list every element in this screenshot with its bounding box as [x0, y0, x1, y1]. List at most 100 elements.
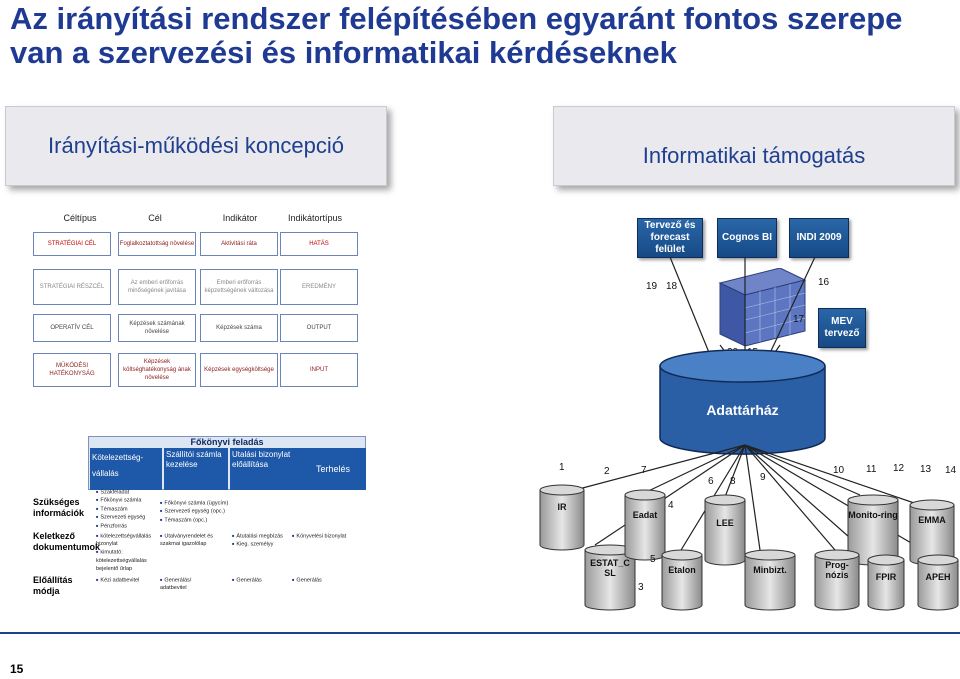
step-szamla: Szállítói számla kezelése: [164, 448, 228, 490]
info-item: Pénzforrás: [96, 522, 161, 530]
col-header-indikatortipus: Indikátortípus: [287, 213, 343, 223]
feature-box-cognos: Cognos BI: [717, 218, 777, 258]
right-header-box: Informatikai támogatás: [553, 106, 955, 186]
doc-item: Utalványrendelet és szakmai igazolólap: [160, 532, 232, 548]
extra-number: 6: [708, 476, 714, 487]
system-number: 1: [559, 462, 565, 473]
table-cell: INPUT: [280, 353, 358, 387]
table-cell: Emberi erőforrás képzettségének változás…: [200, 269, 278, 305]
table-cell: HATÁS: [280, 232, 358, 256]
method-item: Generálás: [292, 576, 342, 584]
info-item: Témaszám: [96, 505, 161, 513]
system-monitoring: Monito-ring: [848, 510, 898, 520]
system-etalon: Etalon: [668, 565, 696, 575]
table-cell: EREDMÉNY: [280, 269, 358, 305]
system-ir: IR: [557, 502, 567, 512]
system-number: 10: [833, 465, 845, 476]
documents-col2: Utalványrendelet és szakmai igazolólap: [160, 532, 232, 548]
method-item: Generálás/ adatbevitel: [160, 576, 210, 592]
band-title: Főkönyvi feladás: [190, 437, 264, 447]
extra-number: 3: [638, 582, 644, 593]
info-item: Témaszám (opc.): [160, 516, 232, 524]
system-number: 14: [945, 465, 957, 476]
system-eadat: Eadat: [632, 510, 658, 520]
step-kotelezettseg: Kötelezettség-vállalás: [90, 448, 162, 490]
right-header-text: Informatikai támogatás: [642, 143, 866, 168]
system-apeh: APEH: [925, 572, 951, 582]
cube-number: 17: [793, 314, 805, 325]
table-cell: STRATÉGIAI RÉSZCÉL: [33, 269, 111, 305]
table-cell: OUTPUT: [280, 314, 358, 342]
bottom-rule: [0, 632, 960, 634]
info-item: Szervezeti egység: [96, 513, 161, 521]
doc-item: Kieg. személyy: [232, 540, 292, 548]
left-header-box: Irányítási-működési koncepció: [5, 106, 387, 186]
info-item: Szervezeti egység (opc.): [160, 507, 232, 515]
system-minbizt: Minbizt.: [753, 565, 787, 575]
doc-item: kimutató: kötelezettségvállalás bejelent…: [96, 548, 158, 572]
method-col1: Kézi adatbevitel: [96, 576, 158, 584]
step-label: Kötelezettség-vállalás: [92, 453, 144, 478]
table-cell: OPERATÍV CÉL: [33, 314, 111, 342]
system-number: 4: [668, 500, 674, 511]
step-label: Szállítói számla kezelése: [166, 450, 222, 469]
method-col3: Generálás: [232, 576, 282, 584]
row-label-documents: Keletkező dokumentumok: [33, 531, 101, 552]
documents-col3: Átutalási megbízás Kieg. személyy: [232, 532, 292, 549]
extra-number: 9: [760, 472, 766, 483]
doc-item: kötelezettségvállalás bizonylat: [96, 532, 158, 548]
feature-box-mev: MEV tervező: [818, 308, 866, 348]
row-label-needed: Szükséges információk: [33, 497, 85, 518]
table-cell: Foglalkoztatottság növelése: [118, 232, 196, 256]
system-emma: EMMA: [918, 515, 946, 525]
system-number: 8: [730, 476, 736, 487]
step-label: Terhelés: [315, 464, 351, 474]
table-cell: Képzések egységköltsége: [200, 353, 278, 387]
col-header-cel: Cél: [148, 213, 162, 223]
table-cell: Képzések költséghatékonyság ának növelés…: [118, 353, 196, 387]
table-cell: Az emberi erőforrás minőségének javítása: [118, 269, 196, 305]
step-label: Utalási bizonylat előállítása: [232, 450, 291, 469]
doc-item: Könyvelési bizonylat: [292, 532, 362, 540]
system-fpir: FPIR: [875, 572, 897, 582]
cube-number: 18: [666, 281, 678, 292]
system-estat: ESTAT_C SL: [590, 558, 630, 578]
olap-cube-icon: [718, 268, 807, 347]
data-warehouse-cylinder: [659, 349, 826, 455]
info-item: Szakfeladat: [96, 488, 161, 496]
needed-info-col2: Főkönyvi számla (ügycím) Szervezeti egys…: [160, 499, 232, 524]
table-cell: Aktivitási ráta: [200, 232, 278, 256]
system-number: 5: [650, 554, 656, 565]
source-lines: [574, 444, 941, 561]
table-cell: Képzések számának növelése: [118, 314, 196, 342]
doc-item: Átutalási megbízás: [232, 532, 292, 540]
system-number: 12: [893, 463, 905, 474]
system-prognozis: Prog-nózis: [825, 560, 849, 580]
needed-info-col1: Szakfeladat Főkönyvi számla Témaszám Sze…: [96, 488, 161, 530]
system-number: 2: [604, 466, 610, 477]
feature-box-forecast: Tervező és forecast felület: [637, 218, 703, 258]
method-item: Generálás: [232, 576, 282, 584]
documents-col4: Könyvelési bizonylat: [292, 532, 362, 540]
col-header-indikator: Indikátor: [222, 213, 258, 223]
slide-title: Az irányítási rendszer felépítésében egy…: [10, 1, 903, 70]
info-item: Főkönyvi számla (ügycím): [160, 499, 232, 507]
step-utalasi: Utalási bizonylat előállítása: [230, 448, 300, 490]
table-cell: Képzések száma: [200, 314, 278, 342]
table-cell: MŰKÖDÉSI HATÉKONYSÁG: [33, 353, 111, 387]
method-col4: Generálás: [292, 576, 342, 584]
method-item: Kézi adatbevitel: [96, 576, 158, 584]
left-header-text: Irányítási-működési koncepció: [48, 133, 344, 158]
cube-number: 16: [818, 277, 830, 288]
system-lee: LEE: [716, 518, 734, 528]
col-header-celtipus: Céltípus: [63, 213, 97, 223]
step-terheles: Terhelés: [300, 448, 366, 490]
warehouse-label: Adattárház: [706, 402, 779, 418]
table-cell: STRATÉGIAI CÉL: [33, 232, 111, 256]
system-number: 13: [920, 464, 932, 475]
page-number: 15: [10, 662, 24, 676]
extra-number: 7: [641, 465, 647, 476]
info-item: Főkönyvi számla: [96, 496, 161, 504]
cube-number: 19: [646, 281, 658, 292]
row-label-method: Előállítás módja: [33, 575, 73, 596]
